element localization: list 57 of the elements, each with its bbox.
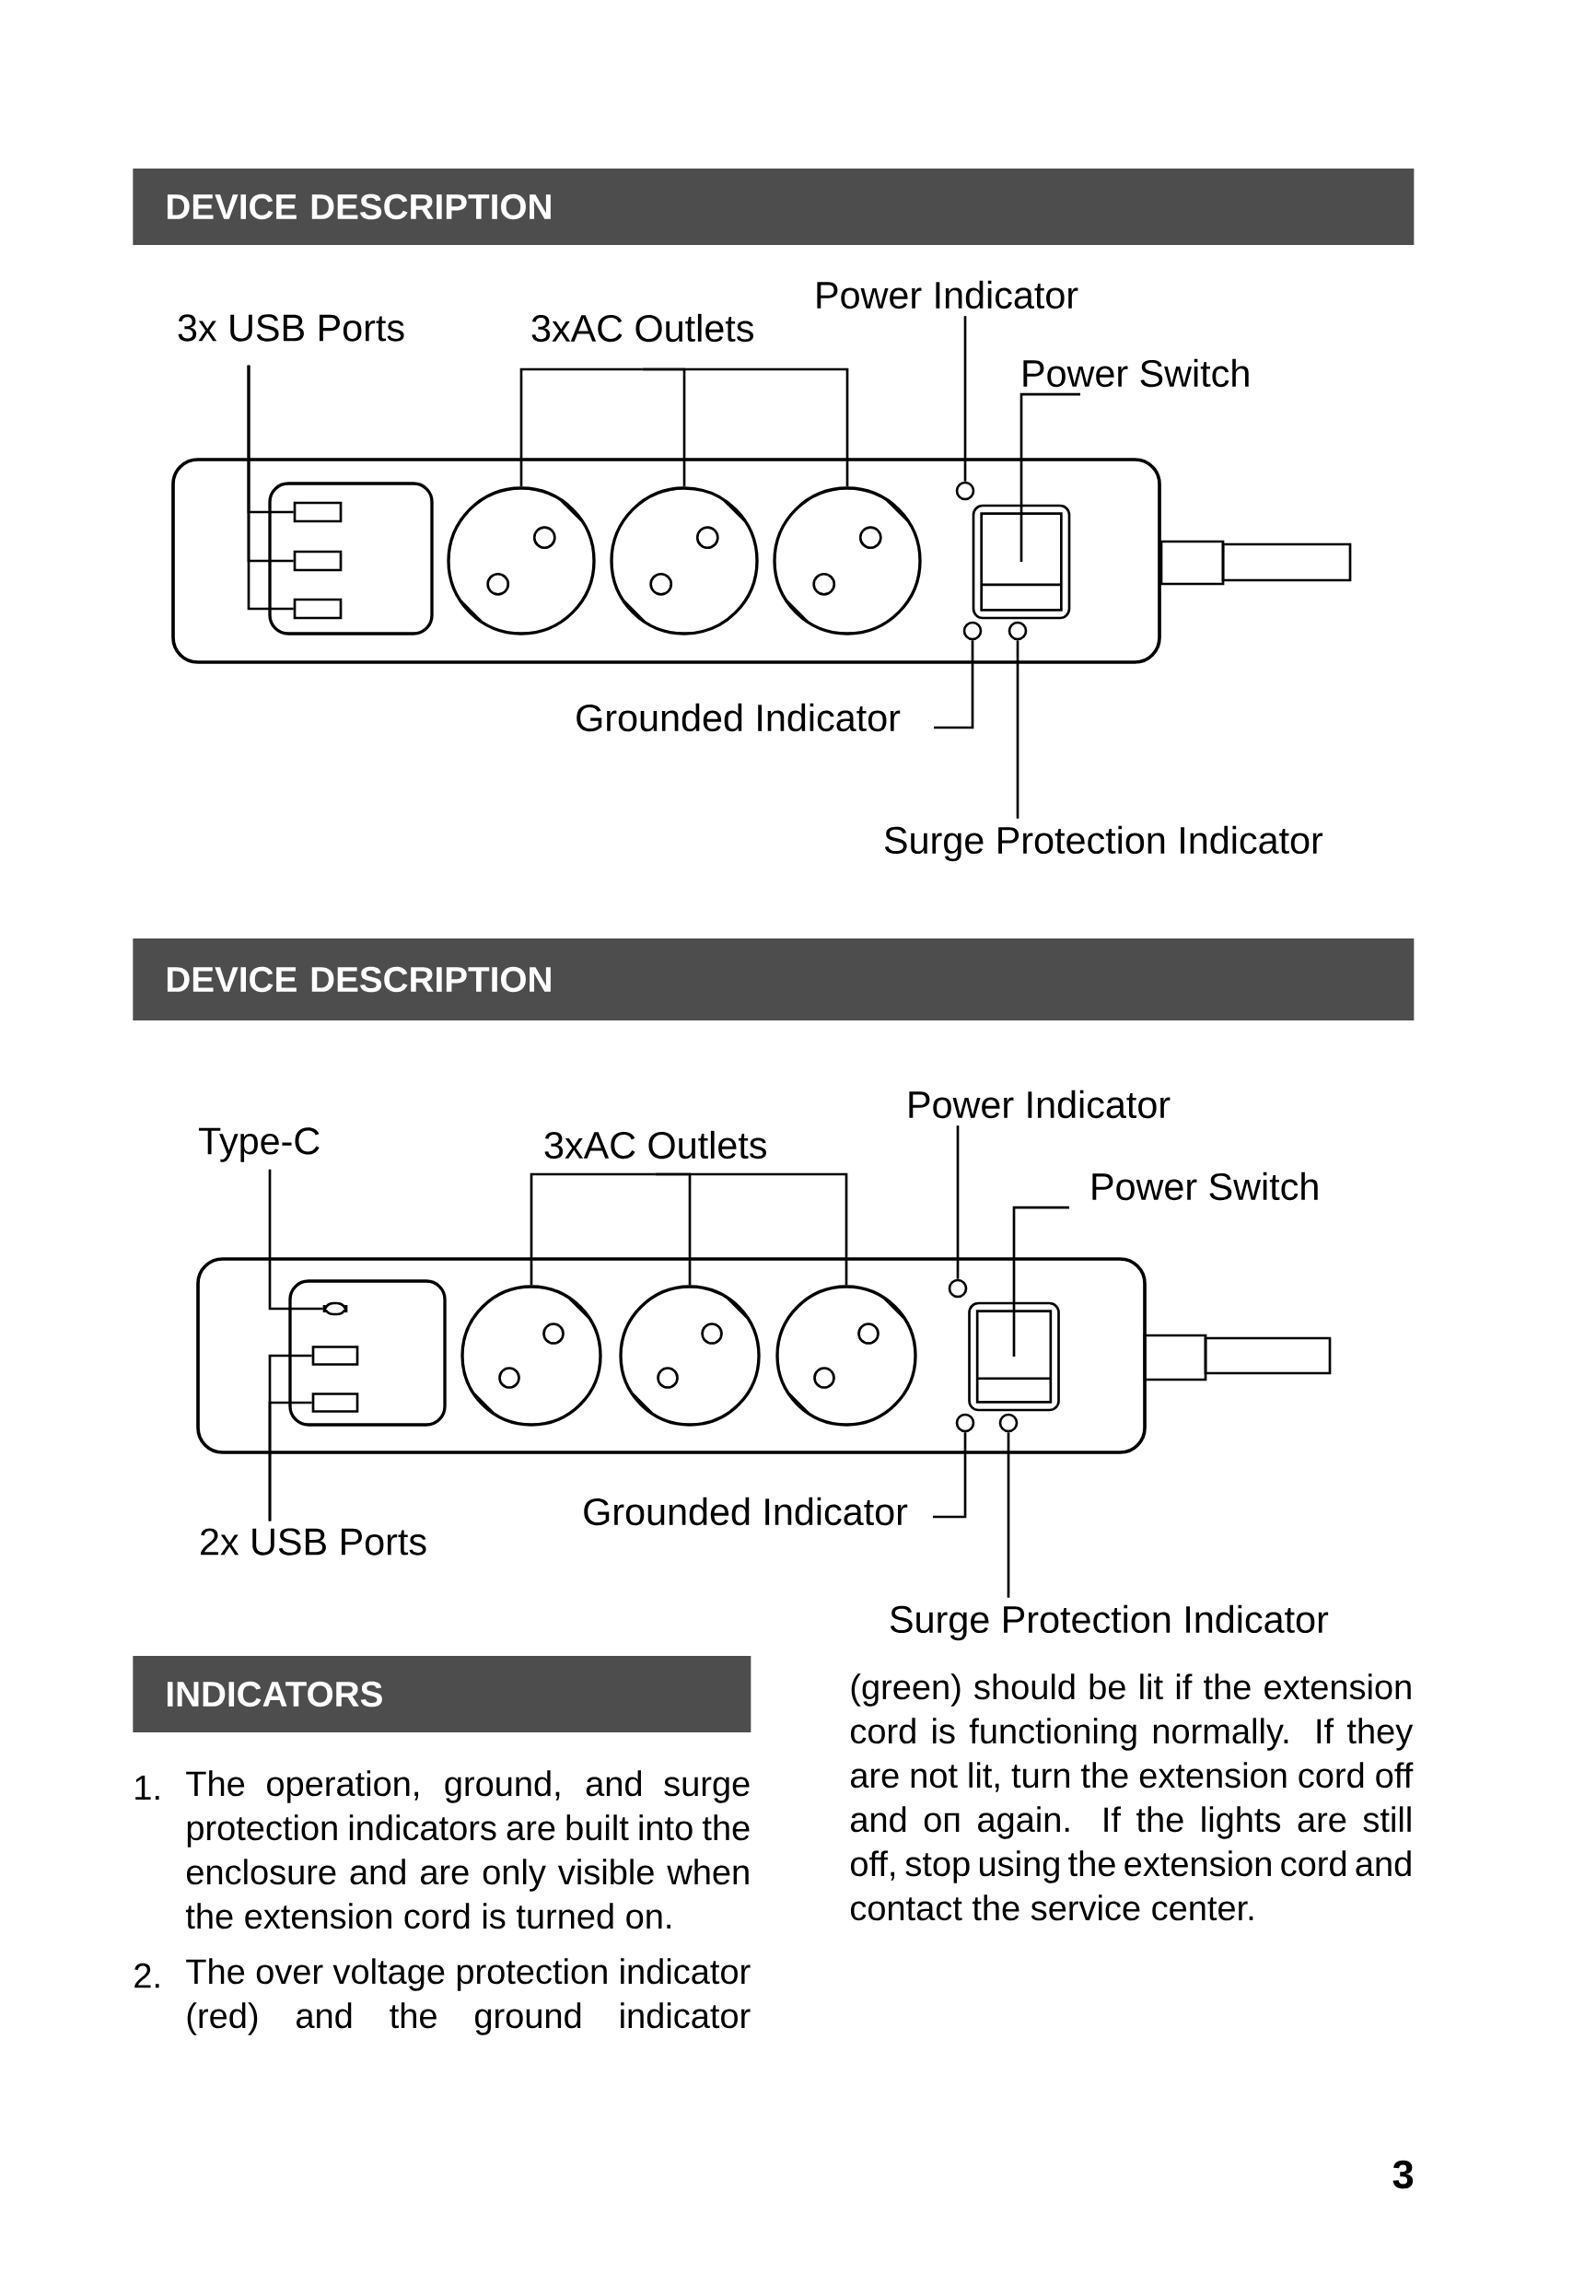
usb-port — [293, 501, 343, 523]
part-label: 3xAC Outlets — [531, 313, 753, 343]
leader-line — [530, 1172, 656, 1286]
leader-line — [268, 1169, 323, 1311]
part-label: Surge Protection Indicator — [884, 825, 1323, 862]
leader-line — [247, 365, 294, 611]
indicator-light — [1008, 621, 1028, 641]
indicator-light — [998, 1413, 1019, 1433]
leader-line — [934, 640, 974, 729]
indicator-light — [962, 621, 983, 641]
indicator-light — [948, 1278, 968, 1299]
part-label: 2x USB Ports — [201, 1528, 426, 1556]
list-number: 1. — [135, 1775, 159, 1801]
ac-outlet — [610, 486, 759, 635]
paragraph: The over voltage protection indicator (red) and the ground indicator — [186, 1958, 751, 2035]
usb-port — [293, 550, 343, 572]
leader-line — [1012, 1206, 1069, 1357]
leader-line — [268, 1401, 312, 1521]
power-switch — [972, 504, 1071, 620]
leader-line — [933, 1432, 967, 1519]
ac-outlet — [619, 1285, 761, 1427]
indicator-light — [955, 481, 975, 501]
ac-outlet — [773, 486, 922, 635]
part-label: Grounded Indicator — [577, 703, 901, 732]
leader-line — [1016, 640, 1019, 819]
leader-line — [1007, 1432, 1010, 1598]
section-header: DEVICE DESCRIPTION — [133, 169, 1415, 245]
leader-line — [642, 367, 849, 487]
usb-port — [311, 1393, 359, 1413]
usb-port — [311, 1346, 359, 1366]
list-number: 2. — [134, 1963, 159, 1988]
leader-line — [956, 1125, 960, 1279]
part-label: Grounded Indicator — [584, 1497, 908, 1526]
leader-line — [1019, 392, 1080, 562]
part-label: Power Switch — [1023, 358, 1249, 388]
part-label: Power Indicator — [817, 280, 1078, 309]
part-label: 3xAC Outlets — [544, 1130, 766, 1160]
section-header: INDICATORS — [133, 1656, 751, 1732]
indicator-light — [955, 1413, 975, 1433]
part-label: Power Indicator — [909, 1090, 1171, 1119]
paragraph: (green) should be lit if the extension cord is functioning normally. If they are not lit, turn the extension cord off and oп again. If the lights are still off, stop using the extension cord and contact the service center. — [850, 1673, 1414, 1921]
ac-outlet — [460, 1285, 602, 1427]
part-label: Type-C — [198, 1127, 320, 1162]
ac-outlet — [447, 486, 596, 635]
ac-outlet — [775, 1285, 917, 1427]
paragraph: The operation, ground, and surge protection indicators are built into the enclosure and are only visible when the extension cord is turned on. — [185, 1770, 750, 1929]
leader-line — [519, 367, 643, 487]
part-label: 3x USB Ports — [178, 314, 404, 342]
leader-line — [963, 316, 967, 482]
usb-port — [293, 598, 343, 620]
section-header: DEVICE DESCRIPTION — [133, 938, 1415, 1020]
power-switch — [968, 1301, 1060, 1412]
type-c-port — [322, 1301, 348, 1316]
part-label: Power Switch — [1092, 1171, 1318, 1201]
leader-line — [655, 1172, 848, 1286]
part-label: Surge Protection Indicator — [890, 1604, 1329, 1641]
page-number: 3 — [1392, 2160, 1414, 2189]
